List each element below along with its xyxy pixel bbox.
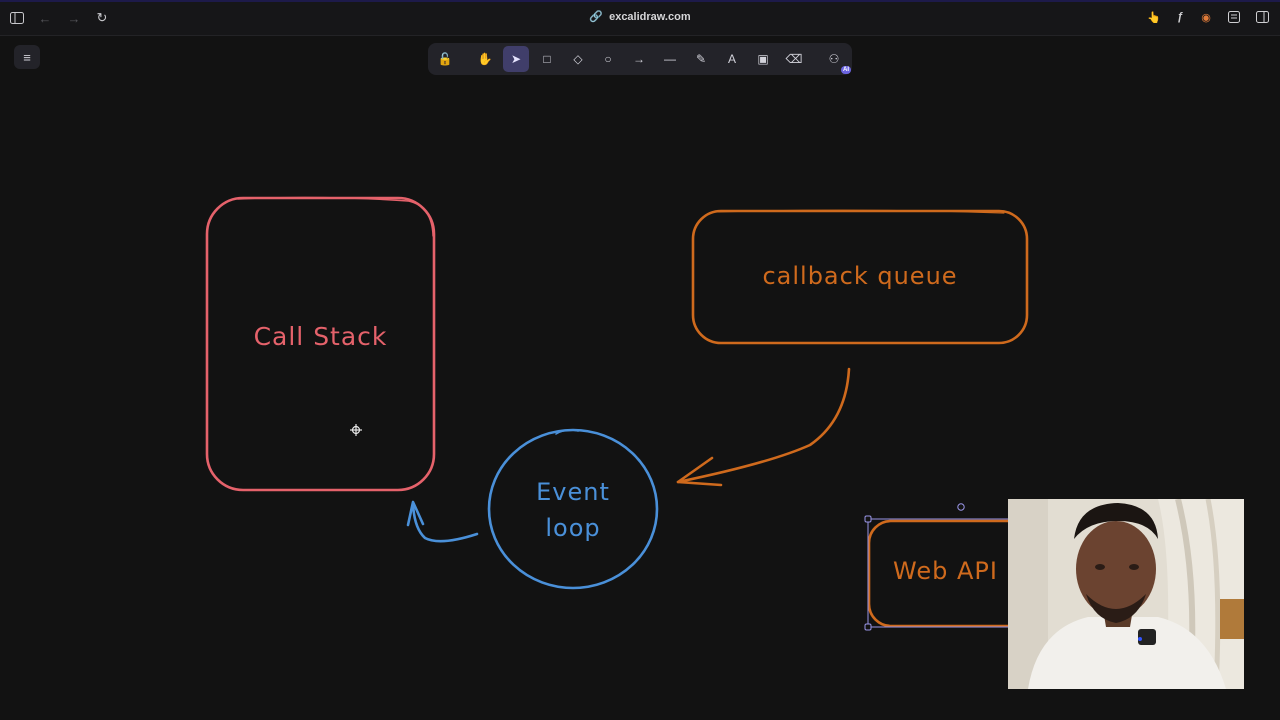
web-api-label: Web API (893, 557, 998, 585)
extension-ft-icon[interactable]: ƒ (1176, 11, 1184, 23)
link-icon: 🔗 (589, 11, 604, 23)
lock-icon: 🔓 (437, 52, 453, 66)
selection-handles[interactable] (864, 503, 1010, 631)
reader-icon[interactable] (1226, 9, 1242, 25)
loop-to-stack-arrow[interactable] (406, 500, 479, 543)
hand-icon: ✋ (477, 52, 493, 66)
ai-badge: AI (841, 66, 851, 74)
hand-tool[interactable]: ✋ (472, 46, 498, 72)
more-tools-button[interactable]: ⚇ AI (821, 46, 851, 74)
main-menu-button[interactable]: ≡ (14, 45, 40, 69)
top-accent-line (0, 0, 1280, 2)
sidebar-right-icon[interactable] (1254, 9, 1270, 25)
call-stack-label: Call Stack (253, 322, 388, 351)
selection-tool[interactable]: ➤ (503, 46, 529, 72)
reload-icon[interactable]: ↻ (96, 10, 108, 25)
call-stack-shape[interactable] (205, 196, 436, 492)
sidebar-icon[interactable] (8, 9, 26, 27)
webcam-overlay (1008, 499, 1244, 689)
line-icon: — (664, 52, 676, 66)
ellipse-tool[interactable]: ○ (595, 46, 621, 72)
hamburger-icon: ≡ (23, 49, 31, 65)
address-bar[interactable]: 🔗 excalidraw.com (0, 10, 1280, 23)
arrow-icon: → (633, 52, 645, 66)
arrow-tool[interactable]: → (626, 46, 652, 72)
rss-icon[interactable]: ◉ (1201, 11, 1211, 24)
shape-toolbar: 🔓 ✋ ➤ □ ◇ ○ → — ✎ A ▣ ⌫ ⚇ AI (428, 43, 852, 75)
queue-to-loop-arrow[interactable] (676, 367, 851, 487)
pencil-tool[interactable]: ✎ (688, 46, 714, 72)
callback-queue-label: callback queue (762, 262, 958, 290)
more-tools-icon: ⚇ (828, 52, 840, 66)
ellipse-icon: ○ (604, 52, 612, 66)
event-loop-line2: loop (545, 514, 601, 542)
move-cursor-icon (350, 424, 362, 436)
rectangle-tool[interactable]: □ (534, 46, 560, 72)
url-text: excalidraw.com (609, 11, 691, 23)
extension-hand-icon[interactable]: 👆 (1147, 11, 1161, 24)
event-loop-line1: Event (536, 478, 610, 506)
pencil-icon: ✎ (695, 52, 707, 66)
text-icon: A (727, 52, 736, 66)
browser-toolbar: ← → ↻ 🔗 excalidraw.com 👆 ƒ ◉ (0, 0, 1280, 36)
eraser-icon: ⌫ (785, 52, 803, 66)
event-loop-label: Event loop (489, 474, 657, 546)
diamond-icon: ◇ (573, 52, 583, 66)
forward-arrow-icon[interactable]: → (67, 10, 81, 26)
text-tool[interactable]: A (719, 46, 745, 72)
eraser-tool[interactable]: ⌫ (781, 46, 807, 72)
rectangle-icon: □ (543, 52, 551, 66)
back-arrow-icon[interactable]: ← (38, 10, 52, 26)
image-tool[interactable]: ▣ (750, 46, 776, 72)
selection-icon: ➤ (510, 52, 522, 66)
diamond-tool[interactable]: ◇ (565, 46, 591, 72)
presenter-video (1008, 499, 1244, 689)
event-loop-shape[interactable] (487, 428, 659, 590)
image-icon: ▣ (757, 52, 769, 66)
lock-tool[interactable]: 🔓 (432, 46, 458, 72)
line-tool[interactable]: — (657, 46, 683, 72)
callback-queue-shape[interactable] (691, 209, 1029, 345)
